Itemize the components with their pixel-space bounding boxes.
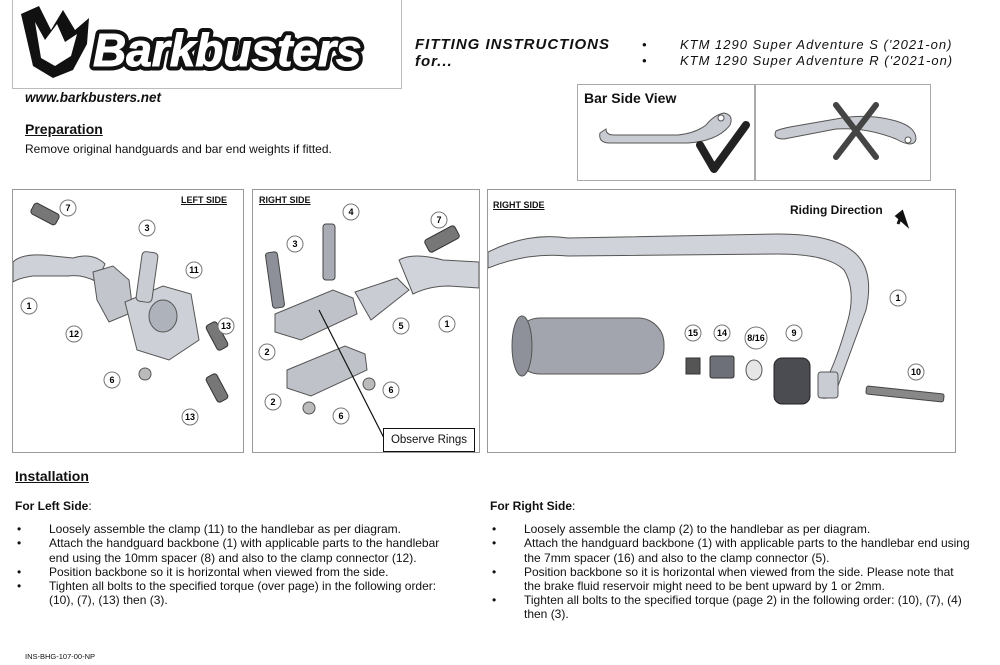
instruction-item: Attach the handguard backbone (1) with a… [490, 536, 970, 564]
observe-rings-note: Observe Rings [383, 428, 475, 452]
brand-logo-box: Barkbusters Barkbusters [12, 0, 402, 89]
model-item: KTM 1290 Super Adventure R ('2021-on) [642, 53, 953, 69]
left-side-exploded-diagram: 7 3 11 1 12 13 6 13 [13, 199, 235, 426]
diagram-right-side-clamp: RIGHT SIDE 4 7 3 5 1 2 6 2 6 Observe Rin… [252, 189, 480, 453]
callout-5: 5 [398, 321, 403, 331]
callout-4: 4 [348, 207, 353, 217]
left-side-subheading: For Left Side: [15, 499, 92, 513]
handguard-tilted-illustration [774, 102, 917, 160]
model-item: KTM 1290 Super Adventure S ('2021-on) [642, 37, 953, 53]
right-side-bar-end-diagram: 1 15 14 8/16 9 10 [488, 209, 945, 405]
callout-11: 11 [189, 265, 199, 275]
barkbusters-logo: Barkbusters Barkbusters [21, 6, 366, 81]
callout-1: 1 [444, 319, 449, 329]
instruction-item: Position backbone so it is horizontal wh… [490, 565, 970, 593]
preparation-heading: Preparation [25, 121, 103, 137]
diagram-left-side: LEFT SIDE 7 3 11 1 12 13 6 13 [12, 189, 244, 453]
callout-2-lower: 2 [270, 397, 275, 407]
website-url[interactable]: www.barkbusters.net [25, 90, 162, 105]
riding-direction-label: Riding Direction [790, 203, 883, 217]
document-number: INS-BHG-107-00-NP [25, 652, 96, 661]
callout-6-lower: 6 [338, 411, 343, 421]
callout-3: 3 [292, 239, 297, 249]
left-side-instructions: For Left Side: Loosely assemble the clam… [15, 499, 460, 607]
callout-6: 6 [388, 385, 393, 395]
callout-3: 3 [144, 223, 149, 233]
fitting-title-line2: for... [415, 53, 453, 70]
instruction-item: Position backbone so it is horizontal wh… [15, 565, 460, 579]
right-side-subheading: For Right Side: [490, 499, 576, 513]
installation-heading: Installation [15, 468, 89, 484]
instruction-item: Tighten all bolts to the specified torqu… [15, 579, 460, 607]
callout-12: 12 [69, 329, 79, 339]
diagram-right-side-bar-end: RIGHT SIDE Riding Direction 1 15 14 8/16… [487, 189, 956, 453]
arrow-up-icon [894, 209, 910, 229]
panel-label: RIGHT SIDE [259, 195, 311, 205]
callout-13: 13 [221, 321, 231, 331]
fitting-title-line1: FITTING INSTRUCTIONS [415, 36, 610, 53]
callout-2: 2 [264, 347, 269, 357]
callout-7: 7 [65, 203, 70, 213]
callout-9: 9 [791, 328, 796, 338]
callout-7: 7 [436, 215, 441, 225]
callout-14: 14 [717, 328, 727, 338]
bar-side-view-title: Bar Side View [584, 90, 677, 106]
callout-1: 1 [895, 293, 900, 303]
preparation-text: Remove original handguards and bar end w… [25, 142, 332, 156]
callout-6: 6 [109, 375, 114, 385]
bar-side-view-correct: Bar Side View [577, 84, 755, 181]
fitting-title: FITTING INSTRUCTIONS for... [415, 36, 610, 70]
callout-10: 10 [911, 367, 921, 377]
callout-1: 1 [26, 301, 31, 311]
model-list: KTM 1290 Super Adventure S ('2021-on) KT… [642, 37, 953, 69]
panel-label: LEFT SIDE [181, 195, 228, 205]
panel-label: RIGHT SIDE [493, 200, 545, 210]
bar-side-view-wrong [755, 84, 931, 181]
callout-13-lower: 13 [185, 412, 195, 422]
brand-wordmark-outline: Barkbusters [93, 24, 361, 76]
right-side-clamp-diagram: 4 7 3 5 1 2 6 2 6 [258, 203, 479, 441]
cross-mark-icon [833, 102, 879, 160]
brand-wordmark: Barkbusters [93, 24, 361, 76]
instruction-item: Loosely assemble the clamp (2) to the ha… [490, 522, 970, 536]
right-side-instructions: For Right Side: Loosely assemble the cla… [490, 499, 970, 622]
handguard-level-illustration [599, 112, 750, 173]
callout-8-16: 8/16 [747, 333, 765, 343]
instruction-item: Attach the handguard backbone (1) with a… [15, 536, 460, 564]
check-mark-icon [696, 121, 750, 173]
callout-15: 15 [688, 328, 698, 338]
instruction-item: Tighten all bolts to the specified torqu… [490, 593, 970, 621]
instruction-item: Loosely assemble the clamp (11) to the h… [15, 522, 460, 536]
